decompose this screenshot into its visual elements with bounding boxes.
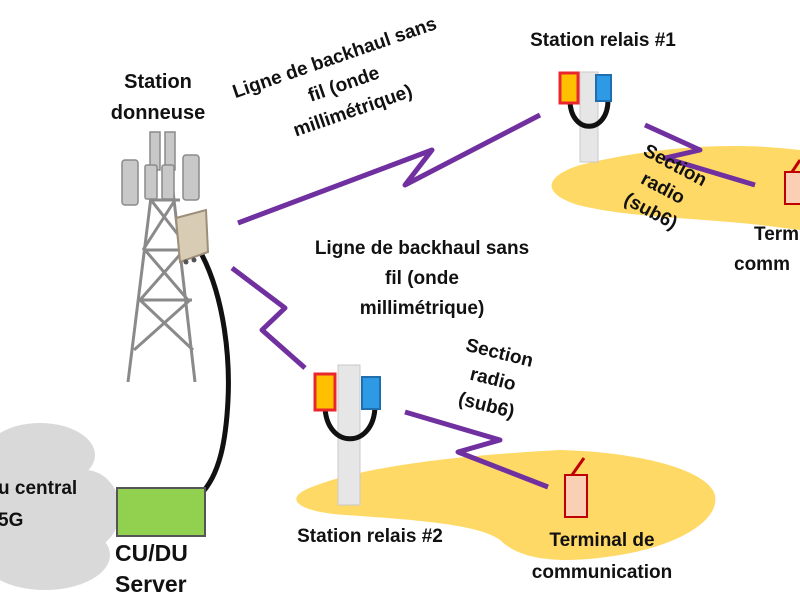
svg-text:Server: Server [115, 571, 187, 597]
cu-du-server [116, 487, 206, 537]
svg-text:fil (onde: fil (onde [385, 268, 459, 289]
svg-text:Ligne de backhaul sans: Ligne de backhaul sans [315, 238, 529, 259]
backhaul-link-lower [230, 266, 307, 370]
backhaul-upper-label: Ligne de backhaul sans fil (onde millimé… [230, 13, 440, 141]
terminal-lower-label: Terminal de communication [532, 530, 672, 583]
core-network-label: u central 5G [0, 478, 77, 531]
core-network-cloud [0, 423, 120, 590]
svg-text:communication: communication [532, 562, 672, 583]
coverage-area-relay-2 [296, 450, 716, 560]
svg-text:millimétrique): millimétrique) [360, 298, 485, 319]
radio-section-lower-label: Section radio (sub6) [456, 335, 535, 423]
terminal-upper-label: Term comm [734, 224, 799, 275]
relay-1-title: Station relais #1 [530, 30, 676, 51]
svg-text:Station: Station [124, 71, 192, 93]
backhaul-lower-label: Ligne de backhaul sans fil (onde millimé… [315, 238, 529, 319]
donor-radio-unit [174, 208, 210, 265]
donor-station-label: Station donneuse [111, 71, 205, 124]
relay-station-1 [558, 71, 612, 163]
radio-link-lower [404, 409, 549, 490]
coverage-area-relay-1 [551, 145, 800, 230]
svg-text:u central: u central [0, 478, 77, 499]
svg-text:Term: Term [754, 224, 799, 245]
svg-text:radio: radio [468, 364, 518, 396]
svg-text:donneuse: donneuse [111, 102, 205, 124]
fiber-cable [197, 252, 231, 498]
radio-link-upper [643, 122, 756, 188]
server-label: CU/DU Server [115, 540, 188, 597]
svg-text:5G: 5G [0, 510, 23, 531]
terminal-lower [564, 457, 588, 518]
svg-text:comm: comm [734, 254, 790, 275]
tower-antennas [121, 131, 200, 206]
relay-2-title: Station relais #2 [297, 526, 443, 547]
svg-text:CU/DU: CU/DU [115, 540, 188, 566]
relay-station-2 [313, 364, 381, 506]
svg-text:Terminal de: Terminal de [549, 530, 654, 551]
terminal-upper [784, 159, 800, 205]
backhaul-link-upper [237, 112, 542, 226]
